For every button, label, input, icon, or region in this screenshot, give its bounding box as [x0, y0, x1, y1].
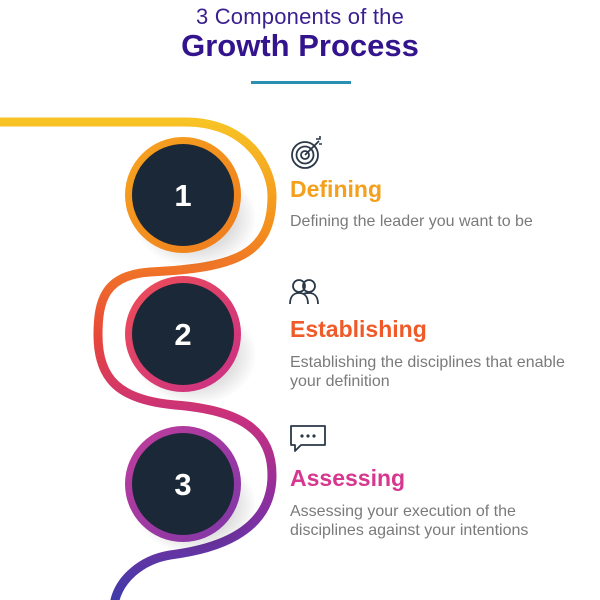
step-text-1: Defining the leader you want to be [290, 213, 533, 230]
step-circle-3: 3 [125, 426, 241, 542]
step-heading-2: Establishing [290, 316, 427, 342]
title-divider [251, 81, 351, 84]
step-number-3: 3 [174, 467, 191, 502]
target-icon [291, 136, 322, 169]
step-text-2: Establishing the disciplines that enable… [290, 354, 565, 390]
step-number-2: 2 [174, 317, 191, 352]
people-icon [289, 279, 319, 305]
page-title: Growth Process [181, 28, 419, 63]
step-text-3: Assessing your execution of the discipli… [290, 503, 529, 539]
step-heading-3: Assessing [290, 465, 406, 491]
step-circle-1: 1 [125, 137, 241, 253]
step-circle-2: 2 [125, 276, 241, 392]
step-heading-1: Defining [290, 176, 382, 202]
chat-ellipsis-icon [290, 425, 326, 452]
page-subtitle: 3 Components of the [195, 4, 405, 29]
step-number-1: 1 [174, 178, 191, 213]
